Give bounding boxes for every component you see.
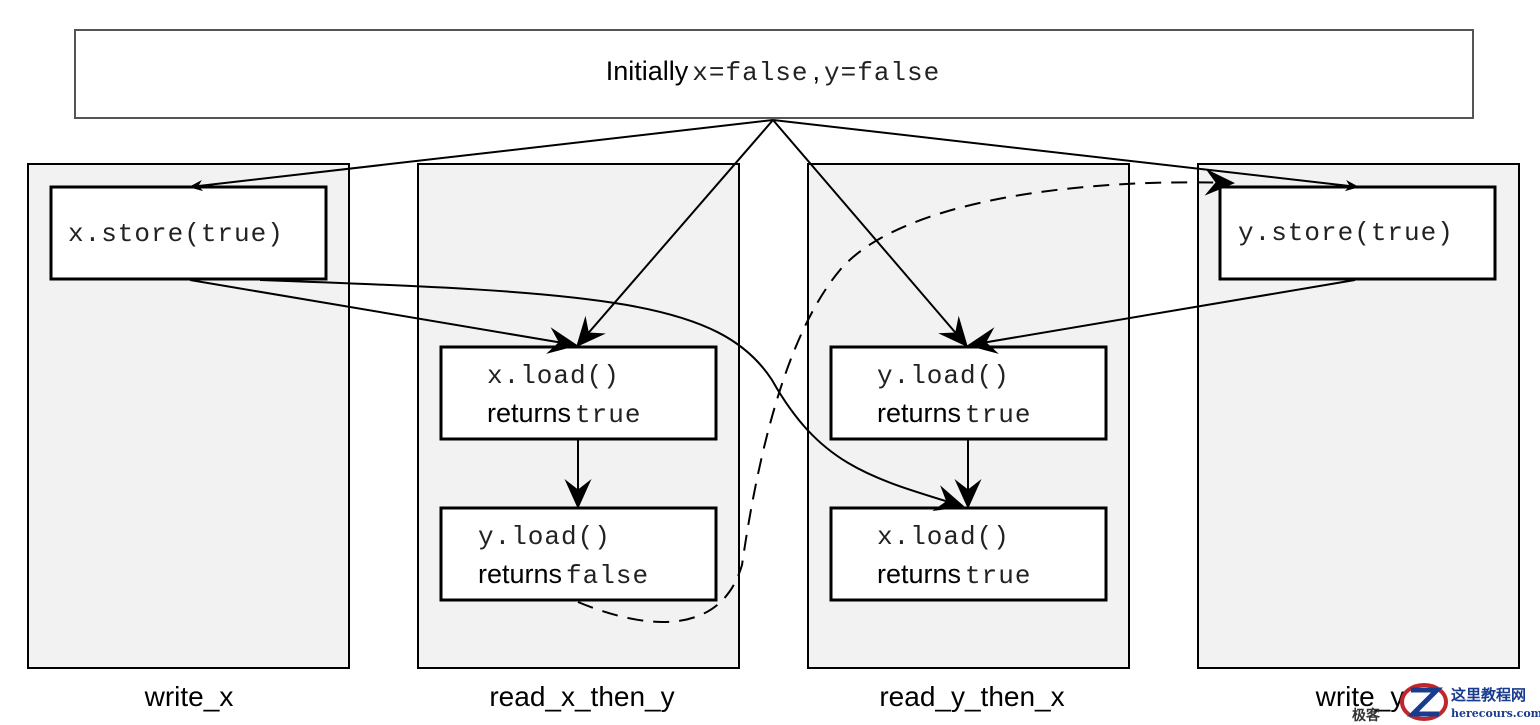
op-ryx-y-load-value: true (965, 400, 1031, 430)
lane-label-read-x-then-y: read_x_then_y (489, 681, 674, 712)
watermark-line2: herecours.com (1451, 707, 1540, 720)
op-rxy-y-load: y.load() returns false (439, 506, 718, 602)
lane-label-write-x: write_x (144, 681, 234, 712)
edge-x-store-to-ryx-x-load (259, 279, 965, 512)
edge-init-to-x-store (188, 119, 774, 192)
initial-prefix: Initially (606, 56, 689, 86)
op-ryx-x-load: x.load() returns true (829, 506, 1108, 602)
svg-text:returns false: returns false (478, 559, 649, 591)
svg-text:returns true: returns true (877, 559, 1031, 591)
edge-init-to-y-store (772, 119, 1360, 192)
op-ryx-x-load-call: x.load() (877, 522, 1010, 552)
edge-y-store-to-ryx-y-load (967, 279, 1356, 354)
op-rxy-y-load-returns: returns (478, 559, 562, 589)
op-x-store: x.store(true) (49, 185, 328, 281)
watermark-logo-icon (1400, 683, 1448, 721)
op-x-store-text: x.store(true) (68, 219, 284, 249)
edge-init-to-rxy-x-load (576, 119, 774, 348)
op-ryx-y-load-returns: returns (877, 398, 961, 428)
op-ryx-x-load-returns: returns (877, 559, 961, 589)
lane-label-write-y: write_y (1315, 681, 1405, 712)
initial-x-code: x=false (692, 58, 808, 88)
initial-comma: , (813, 56, 821, 86)
op-rxy-y-load-value: false (566, 561, 649, 591)
op-rxy-x-load-value: true (575, 400, 641, 430)
lane-label-read-y-then-x: read_y_then_x (879, 681, 1064, 712)
op-ryx-y-load: y.load() returns true (829, 345, 1108, 441)
op-y-store-text: y.store(true) (1238, 218, 1454, 248)
edge-init-to-ryx-y-load (772, 119, 968, 348)
op-ryx-y-load-call: y.load() (877, 361, 1010, 391)
initial-y-code: y=false (824, 58, 940, 88)
watermark: 极客 这里教程网 herecours.com (1352, 683, 1540, 724)
op-rxy-y-load-call: y.load() (478, 522, 611, 552)
op-y-store: y.store(true) (1218, 185, 1497, 281)
svg-text:returns true: returns true (877, 398, 1031, 430)
initial-state-box: Initially x=false , y=false (74, 29, 1474, 119)
op-ryx-x-load-value: true (965, 561, 1031, 591)
op-rxy-x-load-call: x.load() (487, 361, 620, 391)
op-rxy-x-load: x.load() returns true (439, 345, 718, 441)
svg-text:Initially x=false: Initially x=false , y=false (606, 56, 940, 88)
edge-rxy-y-load-to-y-store-dashed (577, 168, 1235, 623)
watermark-line1: 这里教程网 (1451, 686, 1526, 704)
op-rxy-x-load-returns: returns (487, 398, 571, 428)
edge-x-store-to-rxy-x-load (189, 279, 578, 354)
watermark-side-text: 极客 (1352, 707, 1381, 724)
svg-text:returns true: returns true (487, 398, 641, 430)
